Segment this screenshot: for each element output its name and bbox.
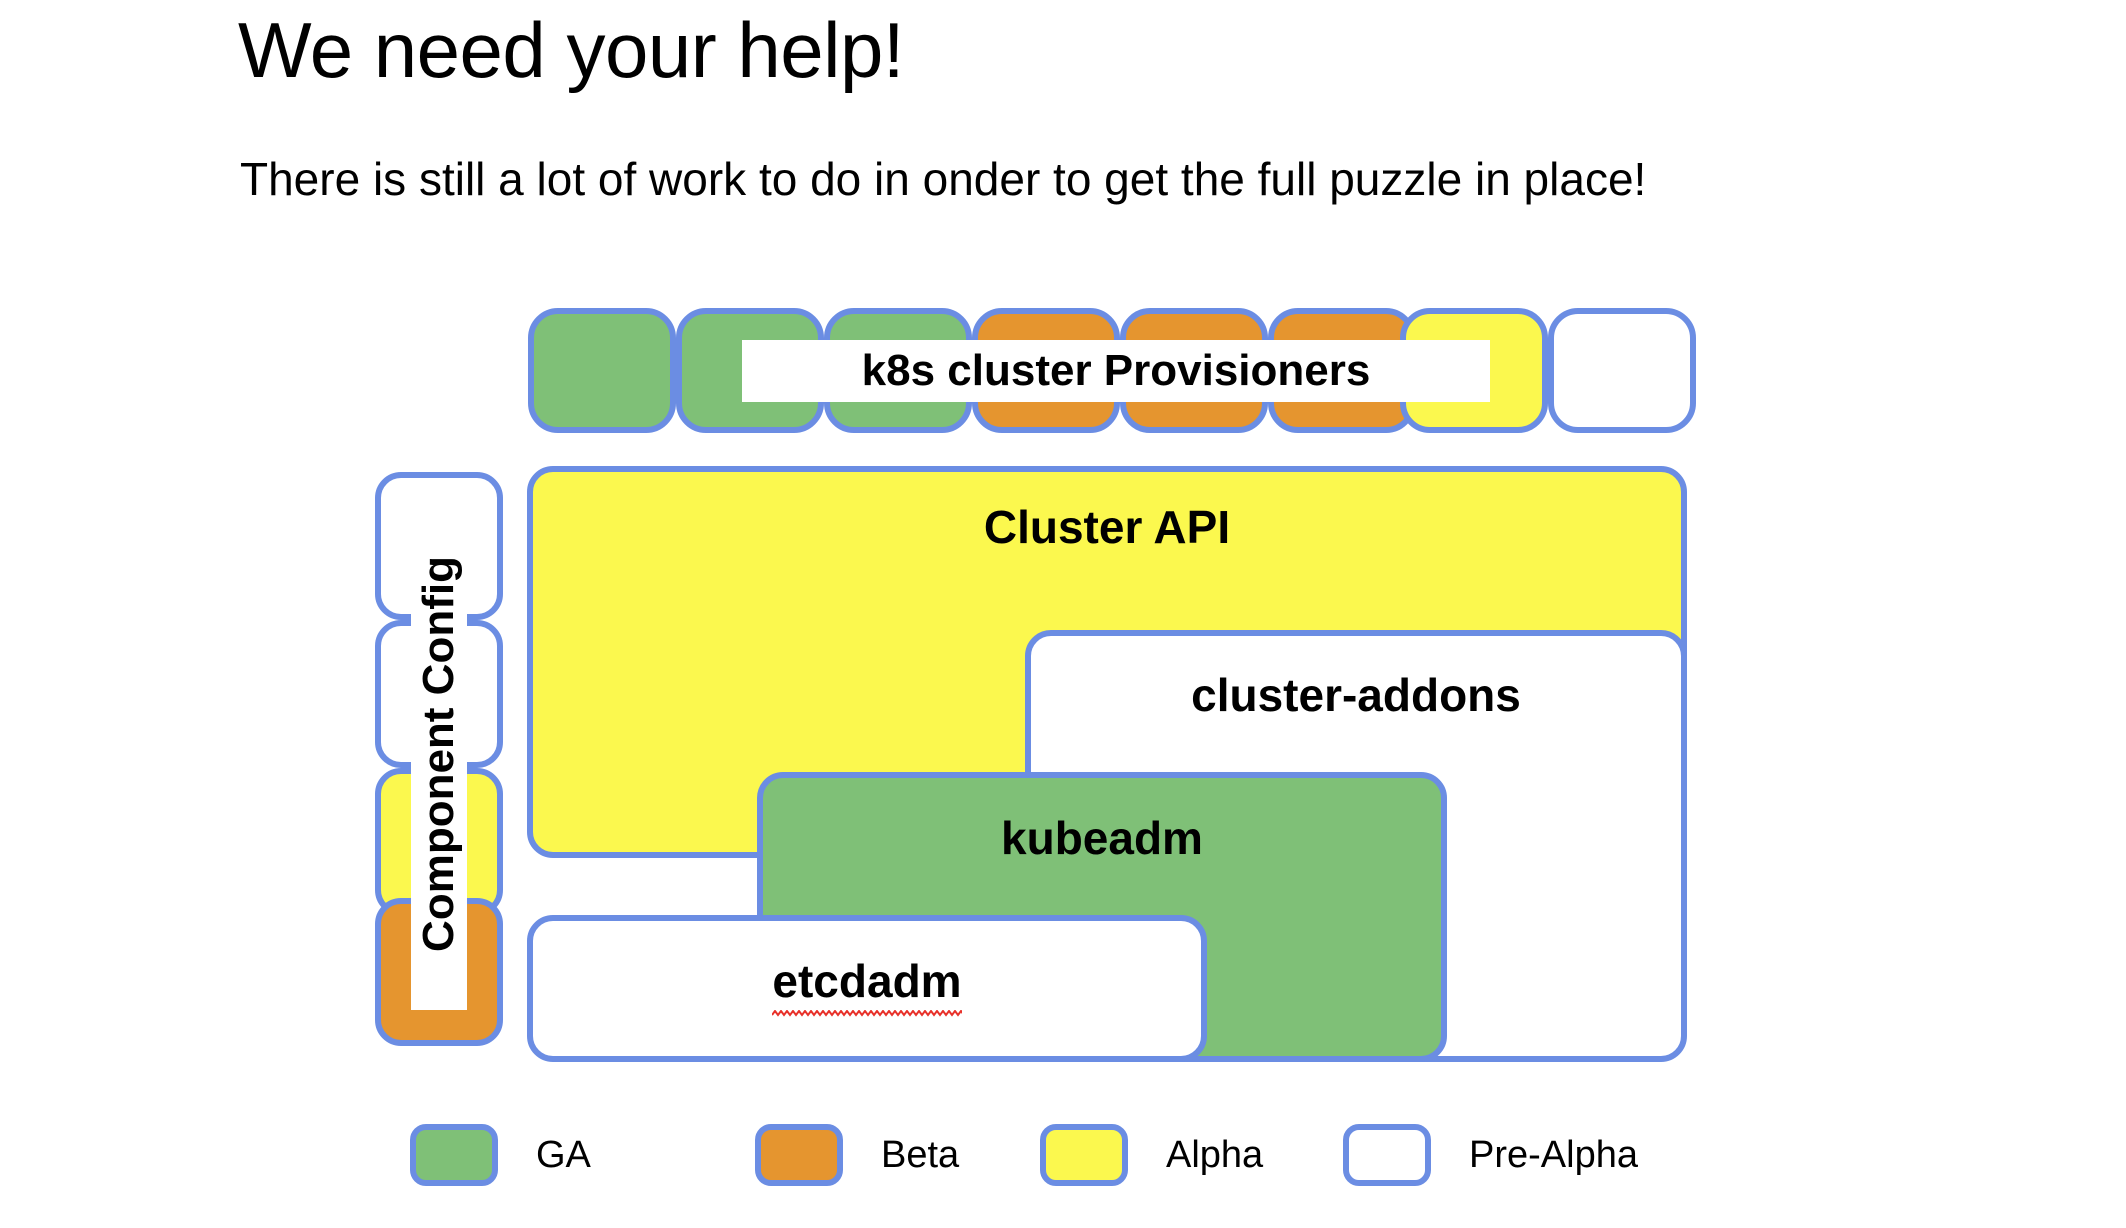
legend-item-ga: GA	[410, 1124, 591, 1186]
etcdadm-label: etcdadm	[527, 954, 1207, 1017]
legend: GA Beta Alpha Pre-Alpha	[0, 1124, 2126, 1214]
provisioner-box-8[interactable]	[1548, 308, 1696, 433]
provisioner-row-label: k8s cluster Provisioners	[742, 340, 1490, 402]
etcdadm-box[interactable]	[527, 915, 1207, 1062]
legend-item-prealpha: Pre-Alpha	[1343, 1124, 1638, 1186]
page-subtitle: There is still a lot of work to do in on…	[240, 153, 1647, 205]
legend-label-ga: GA	[536, 1133, 591, 1176]
component-config-label: Component Config	[411, 498, 467, 1010]
etcdadm-label-text: etcdadm	[772, 955, 962, 1007]
spellcheck-squiggle-icon	[772, 1010, 962, 1017]
legend-swatch-prealpha	[1343, 1124, 1431, 1186]
legend-swatch-alpha	[1040, 1124, 1128, 1186]
kubeadm-label: kubeadm	[1001, 812, 1203, 864]
legend-swatch-beta	[755, 1124, 843, 1186]
etcdadm-misspelled-word: etcdadm	[772, 954, 962, 1017]
page-title: We need your help!	[238, 6, 905, 94]
legend-item-beta: Beta	[755, 1124, 959, 1186]
legend-label-alpha: Alpha	[1166, 1133, 1264, 1176]
cluster-addons-label: cluster-addons	[1191, 669, 1521, 721]
legend-label-beta: Beta	[881, 1133, 960, 1176]
component-config-label-text: Component Config	[414, 556, 464, 952]
legend-label-prealpha: Pre-Alpha	[1469, 1133, 1638, 1176]
provisioner-box-1[interactable]	[528, 308, 676, 433]
legend-item-alpha: Alpha	[1040, 1124, 1263, 1186]
cluster-api-label: Cluster API	[983, 501, 1231, 553]
legend-swatch-ga	[410, 1124, 498, 1186]
